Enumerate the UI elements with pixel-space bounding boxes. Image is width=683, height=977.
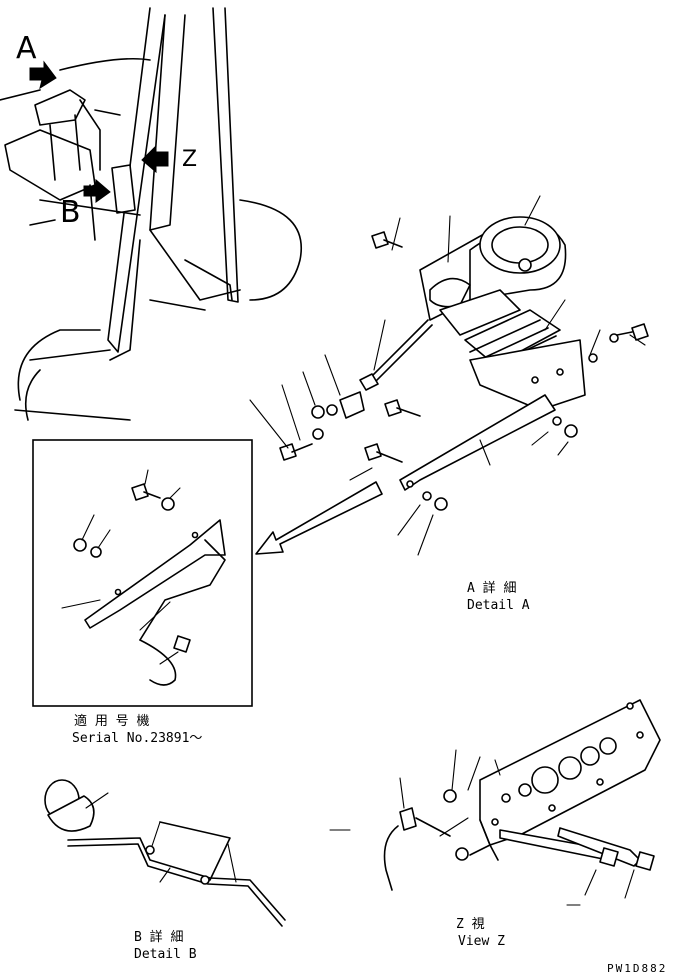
nut-washer-group-a (311, 333, 619, 511)
detail-b-jp: B 詳 細 (134, 929, 183, 945)
view-label-a: A (16, 31, 37, 66)
detail-a-drawing (249, 195, 649, 556)
bolt-group-a (279, 231, 649, 463)
view-z-en: View Z (458, 934, 505, 949)
inset-box (32, 439, 253, 707)
arrow-a-icon (29, 60, 57, 90)
detail-b-en: Detail B (134, 947, 197, 962)
view-label-b: B (60, 195, 81, 230)
arrow-b-icon (83, 178, 111, 203)
inset-drawing (61, 469, 226, 686)
detail-a-jp: A 詳 細 (467, 580, 516, 596)
detail-a-en: Detail A (467, 598, 530, 613)
view-z-jp: Z 視 (456, 917, 485, 932)
inset-serial: Serial No.23891～ (72, 731, 202, 746)
leader-lines-a (249, 195, 646, 556)
view-label-z: Z (182, 147, 197, 172)
detail-b-drawing (44, 779, 286, 927)
drawing-code: PW1D882 (607, 962, 667, 975)
inset-jp: 適 用 号 機 (74, 713, 149, 729)
arrow-z-icon (141, 144, 169, 174)
view-z-drawing (329, 699, 661, 906)
pointer-arrow-icon (255, 481, 383, 555)
cab-overview: A B Z (0, 7, 302, 421)
